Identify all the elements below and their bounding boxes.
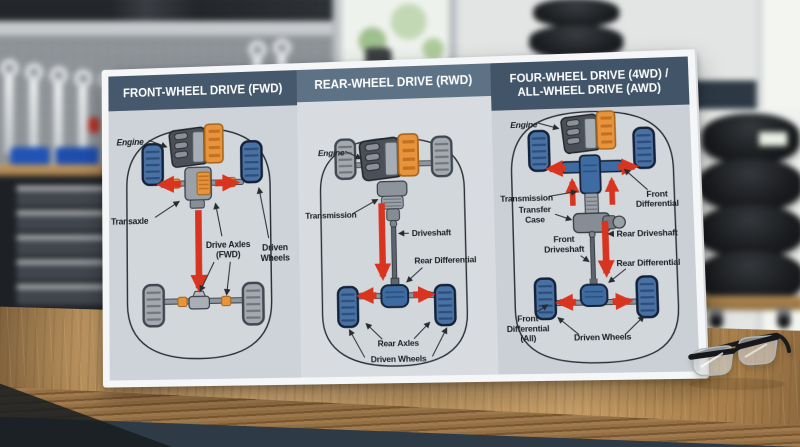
tire-stack-tire: [697, 250, 800, 304]
cabinet-drawer: [16, 235, 107, 256]
label-front-differential: Front: [646, 188, 668, 199]
label-transfer-case: Case: [525, 214, 546, 225]
tire-stack-tire: [701, 113, 800, 165]
power-arrow-left: [161, 184, 181, 185]
tire-label-sticker: [758, 131, 788, 147]
panel-rwd: REAR-WHEEL DRIVE (RWD): [297, 63, 498, 377]
label-engine: Engine: [510, 119, 538, 130]
engine-icon: [167, 122, 225, 170]
label-driveshaft: Driveshaft: [412, 228, 452, 238]
blue-parts-bin: [10, 147, 50, 165]
panel-title: REAR-WHEEL DRIVE (RWD): [314, 72, 473, 93]
front-right-wheel: [239, 139, 264, 184]
front-right-wheel: [430, 135, 454, 178]
stored-tire: [533, 0, 620, 28]
tire-dolly: [699, 295, 800, 311]
front-left-wheel: [141, 142, 165, 187]
power-arrow-down: [374, 203, 391, 281]
power-arrow-up: [611, 181, 612, 205]
front-axle: [163, 179, 244, 186]
rear-diff-icon: [580, 278, 607, 306]
tire-stack-tire: [698, 158, 800, 212]
label-driven-wheels: Wheels: [261, 252, 291, 263]
label-transmission: Transmission: [500, 192, 553, 204]
rwd-diagram: Engine Transmission Driveshaft Rear Diff…: [297, 96, 498, 378]
panel-awd-body: Engine Transmission Transfer Case Front …: [491, 104, 699, 374]
panel-title: FRONT-WHEEL DRIVE (FWD): [122, 80, 283, 101]
power-arrow-down: [198, 210, 199, 288]
blue-parts-bin: [55, 147, 99, 165]
fwd-diagram: Engine Transaxle Driven Wheels Drive Axl…: [109, 105, 302, 380]
front-left-wheel: [334, 138, 358, 181]
label-engine: Engine: [318, 148, 345, 158]
panel-title: ALL-WHEEL DRIVE (AWD): [517, 80, 662, 100]
label-front-differential-all: Differential: [506, 323, 549, 334]
label-rear-differential: Rear Differential: [616, 256, 680, 268]
dolly-caster: [777, 308, 791, 329]
transaxle-icon: [185, 167, 212, 209]
dolly-caster: [709, 308, 723, 329]
rear-right-wheel: [433, 283, 458, 327]
label-front-driveshaft: Driveshaft: [544, 243, 585, 254]
axle-joint: [171, 179, 180, 188]
transfer-case-icon: [573, 212, 625, 232]
label-drive-axles: (FWD): [216, 249, 241, 260]
panel-fwd: FRONT-WHEEL DRIVE (FWD): [108, 70, 301, 380]
rear-right-wheel: [634, 275, 660, 319]
rear-left-wheel: [142, 283, 166, 328]
label-drive-axles: Drive Axles: [206, 239, 251, 250]
label-front-differential-all: Front: [517, 313, 539, 324]
panel-awd-header: FOUR-WHEEL DRIVE (4WD) / ALL-WHEEL DRIVE…: [489, 56, 690, 111]
cabinet-drawer: [16, 284, 107, 305]
label-rear-axles: Rear Axles: [378, 338, 420, 348]
label-engine: Engine: [117, 137, 144, 148]
cabinet-drawer: [16, 186, 107, 207]
wrench-icon: [73, 69, 92, 192]
label-transaxle: Transaxle: [111, 216, 149, 227]
red-tool: [88, 117, 100, 133]
label-front-differential: Differential: [635, 198, 678, 209]
engine-icon: [357, 132, 421, 183]
transmission-icon: [584, 193, 598, 215]
wrench-icon: [48, 66, 68, 185]
drivetrain-poster: FRONT-WHEEL DRIVE (FWD): [102, 49, 710, 387]
panel-awd: FOUR-WHEEL DRIVE (4WD) / ALL-WHEEL DRIVE…: [490, 56, 700, 374]
power-arrow-down: [605, 221, 607, 273]
panel-rwd-body: Engine Transmission Driveshaft Rear Diff…: [297, 96, 498, 378]
power-arrow-up: [572, 182, 573, 206]
front-diff-icon: [561, 154, 623, 194]
safety-glasses: [688, 332, 791, 390]
label-driven-wheels: Driven: [262, 242, 288, 253]
axle-joint: [226, 177, 235, 186]
rear-left-wheel: [337, 285, 360, 329]
label-transfer-case: Transfer: [518, 204, 551, 215]
wrench-icon: [24, 63, 43, 173]
power-arrow-right: [215, 183, 235, 184]
engine-icon: [558, 109, 617, 156]
panel-fwd-body: Engine Transaxle Driven Wheels Drive Axl…: [109, 105, 302, 380]
label-front-driveshaft: Front: [553, 234, 575, 245]
front-left-wheel: [526, 129, 551, 173]
cabinet-drawer: [16, 259, 107, 281]
awd-diagram: Engine Transmission Transfer Case Front …: [491, 104, 699, 374]
cabinet-drawer: [16, 210, 107, 232]
label-rear-driveshaft: Rear Driveshaft: [616, 227, 678, 239]
rear-right-wheel: [241, 281, 265, 326]
label-transmission: Transmission: [306, 211, 358, 221]
transmission-icon: [377, 181, 407, 222]
label-rear-differential: Rear Differential: [415, 255, 477, 266]
label-front-differential-all: (All): [520, 333, 536, 344]
label-driven-wheels: Driven Wheels: [371, 354, 427, 364]
label-driven-wheels: Driven Wheels: [574, 331, 632, 342]
tire-stack-tire: [697, 204, 800, 258]
wrench-icon: [0, 58, 19, 155]
front-right-wheel: [631, 126, 656, 170]
shelf-tools: [0, 0, 337, 22]
shelf-board: [0, 21, 337, 36]
rear-diff-icon: [381, 278, 408, 307]
rear-diff-icon: [178, 291, 231, 310]
